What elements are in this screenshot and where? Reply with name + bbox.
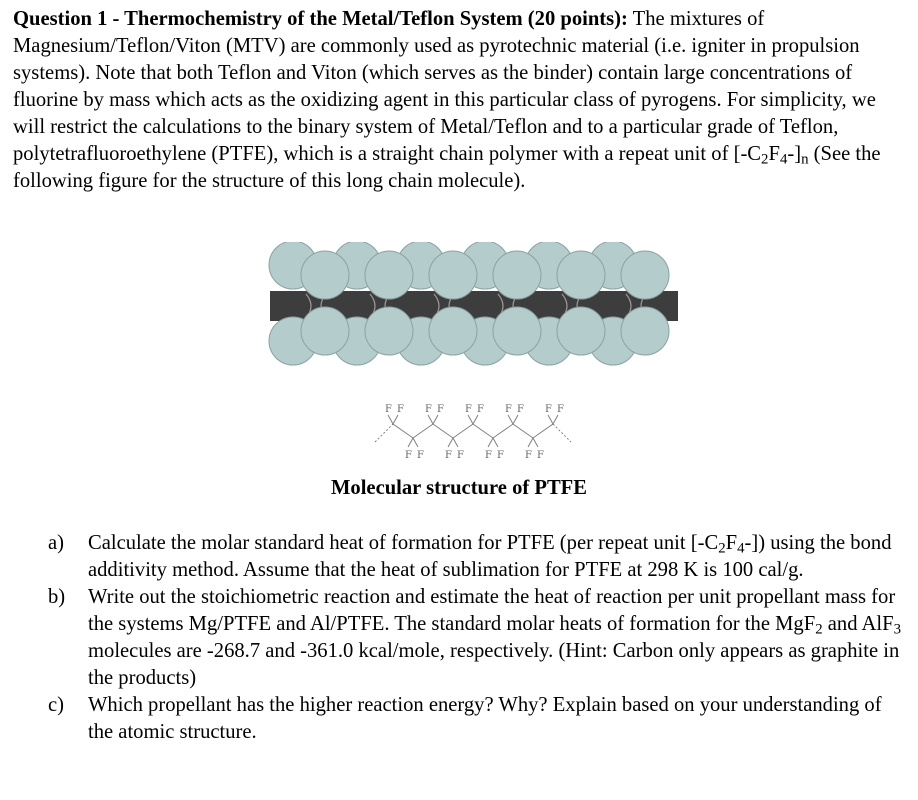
fluorine-label: F [477, 404, 484, 415]
intro-text: (See the following figure for the struct… [13, 143, 881, 192]
skeletal-formula [374, 414, 572, 448]
part-b: b) Write out the stoichiometric reaction … [48, 584, 908, 692]
fluorine-label: F [497, 450, 504, 461]
fluorine-label: F [397, 404, 404, 415]
fluorine-atom [492, 250, 542, 300]
fluorine-label: F [405, 450, 412, 461]
fluorine-label: F [557, 404, 564, 415]
fluorine-atom [620, 306, 670, 356]
intro-text: -] [787, 143, 802, 165]
part-label: a) [48, 532, 64, 554]
fluorine-atom [300, 250, 350, 300]
fluorine-label: F [517, 404, 524, 415]
intro-text: The mixtures of Magnesium/Teflon/Viton (… [13, 8, 876, 165]
fluorine-label: F [545, 404, 552, 415]
c-f-bond [407, 437, 414, 448]
fluorine-label: F [457, 450, 464, 461]
c-f-bond [392, 414, 399, 425]
subscript: 3 [893, 621, 901, 638]
fluorine-label: F [445, 450, 452, 461]
c-f-bond [552, 414, 559, 425]
text-fragment: Calculate the molar standard heat of for… [88, 532, 719, 554]
fluorine-label: F [485, 450, 492, 461]
c-f-bond [447, 437, 454, 448]
subscript: n [801, 151, 809, 168]
fluorine-atom [364, 250, 414, 300]
subscript: 2 [761, 151, 769, 168]
c-f-bond [452, 437, 459, 448]
text-fragment: and AlF [822, 613, 894, 635]
text-fragment: molecules are -268.7 and -361.0 kcal/mol… [88, 640, 900, 689]
c-f-bond [487, 437, 494, 448]
chain-continuation [552, 423, 572, 443]
c-f-bond [547, 414, 554, 425]
c-f-bond [532, 437, 539, 448]
subscript: 2 [815, 621, 823, 638]
question-title: Question 1 - Thermochemistry of the Meta… [13, 8, 628, 30]
c-f-bond [387, 414, 394, 425]
question-parts: a) Calculate the molar standard heat of f… [48, 530, 908, 746]
carbon-chain-bond [392, 423, 554, 439]
fluorine-label: F [465, 404, 472, 415]
fluorine-label: F [437, 404, 444, 415]
figure-caption: Molecular structure of PTFE [330, 477, 588, 499]
fluorine-label: F [505, 404, 512, 415]
fluorine-atom [556, 250, 606, 300]
fluorine-atom [556, 306, 606, 356]
text-fragment: F [725, 532, 738, 554]
c-f-bond [432, 414, 439, 425]
part-text: Write out the stoichiometric reaction an… [88, 584, 908, 692]
text-fragment: Write out the stoichiometric reaction an… [88, 586, 896, 635]
c-f-bond [472, 414, 479, 425]
c-f-bond [427, 414, 434, 425]
fluorine-label: F [537, 450, 544, 461]
fluorine-atom [364, 306, 414, 356]
fluorine-atom [428, 250, 478, 300]
part-label: c) [48, 694, 64, 716]
fluorine-label: F [525, 450, 532, 461]
fluorine-label: F [417, 450, 424, 461]
subscript: 4 [737, 540, 745, 557]
intro-text: F [768, 143, 780, 165]
c-f-bond [512, 414, 519, 425]
fluorine-atoms [268, 242, 670, 366]
fluorine-atom [300, 306, 350, 356]
fluorine-label: F [425, 404, 432, 415]
c-f-bond [507, 414, 514, 425]
subscript: 4 [779, 151, 788, 168]
text-fragment: -]) using the bond additivity method. As… [88, 532, 892, 581]
part-label: b) [48, 586, 66, 608]
space-filling-model [268, 242, 678, 366]
c-f-bond [492, 437, 499, 448]
subscript: 2 [718, 540, 726, 557]
question-intro: Question 1 - Thermochemistry of the Meta… [13, 6, 908, 195]
part-text: Which propellant has the higher reaction… [88, 694, 882, 743]
part-text: Calculate the molar standard heat of for… [88, 530, 908, 584]
part-a: a) Calculate the molar standard heat of f… [48, 530, 908, 584]
fluorine-atom [620, 250, 670, 300]
c-f-bond [527, 437, 534, 448]
part-c: c) Which propellant has the higher reacti… [48, 692, 908, 746]
c-f-bond [467, 414, 474, 425]
c-f-bond [412, 437, 419, 448]
fluorine-atom [428, 306, 478, 356]
fluorine-label: F [385, 404, 392, 415]
chain-continuation [374, 423, 394, 443]
fluorine-atom [492, 306, 542, 356]
